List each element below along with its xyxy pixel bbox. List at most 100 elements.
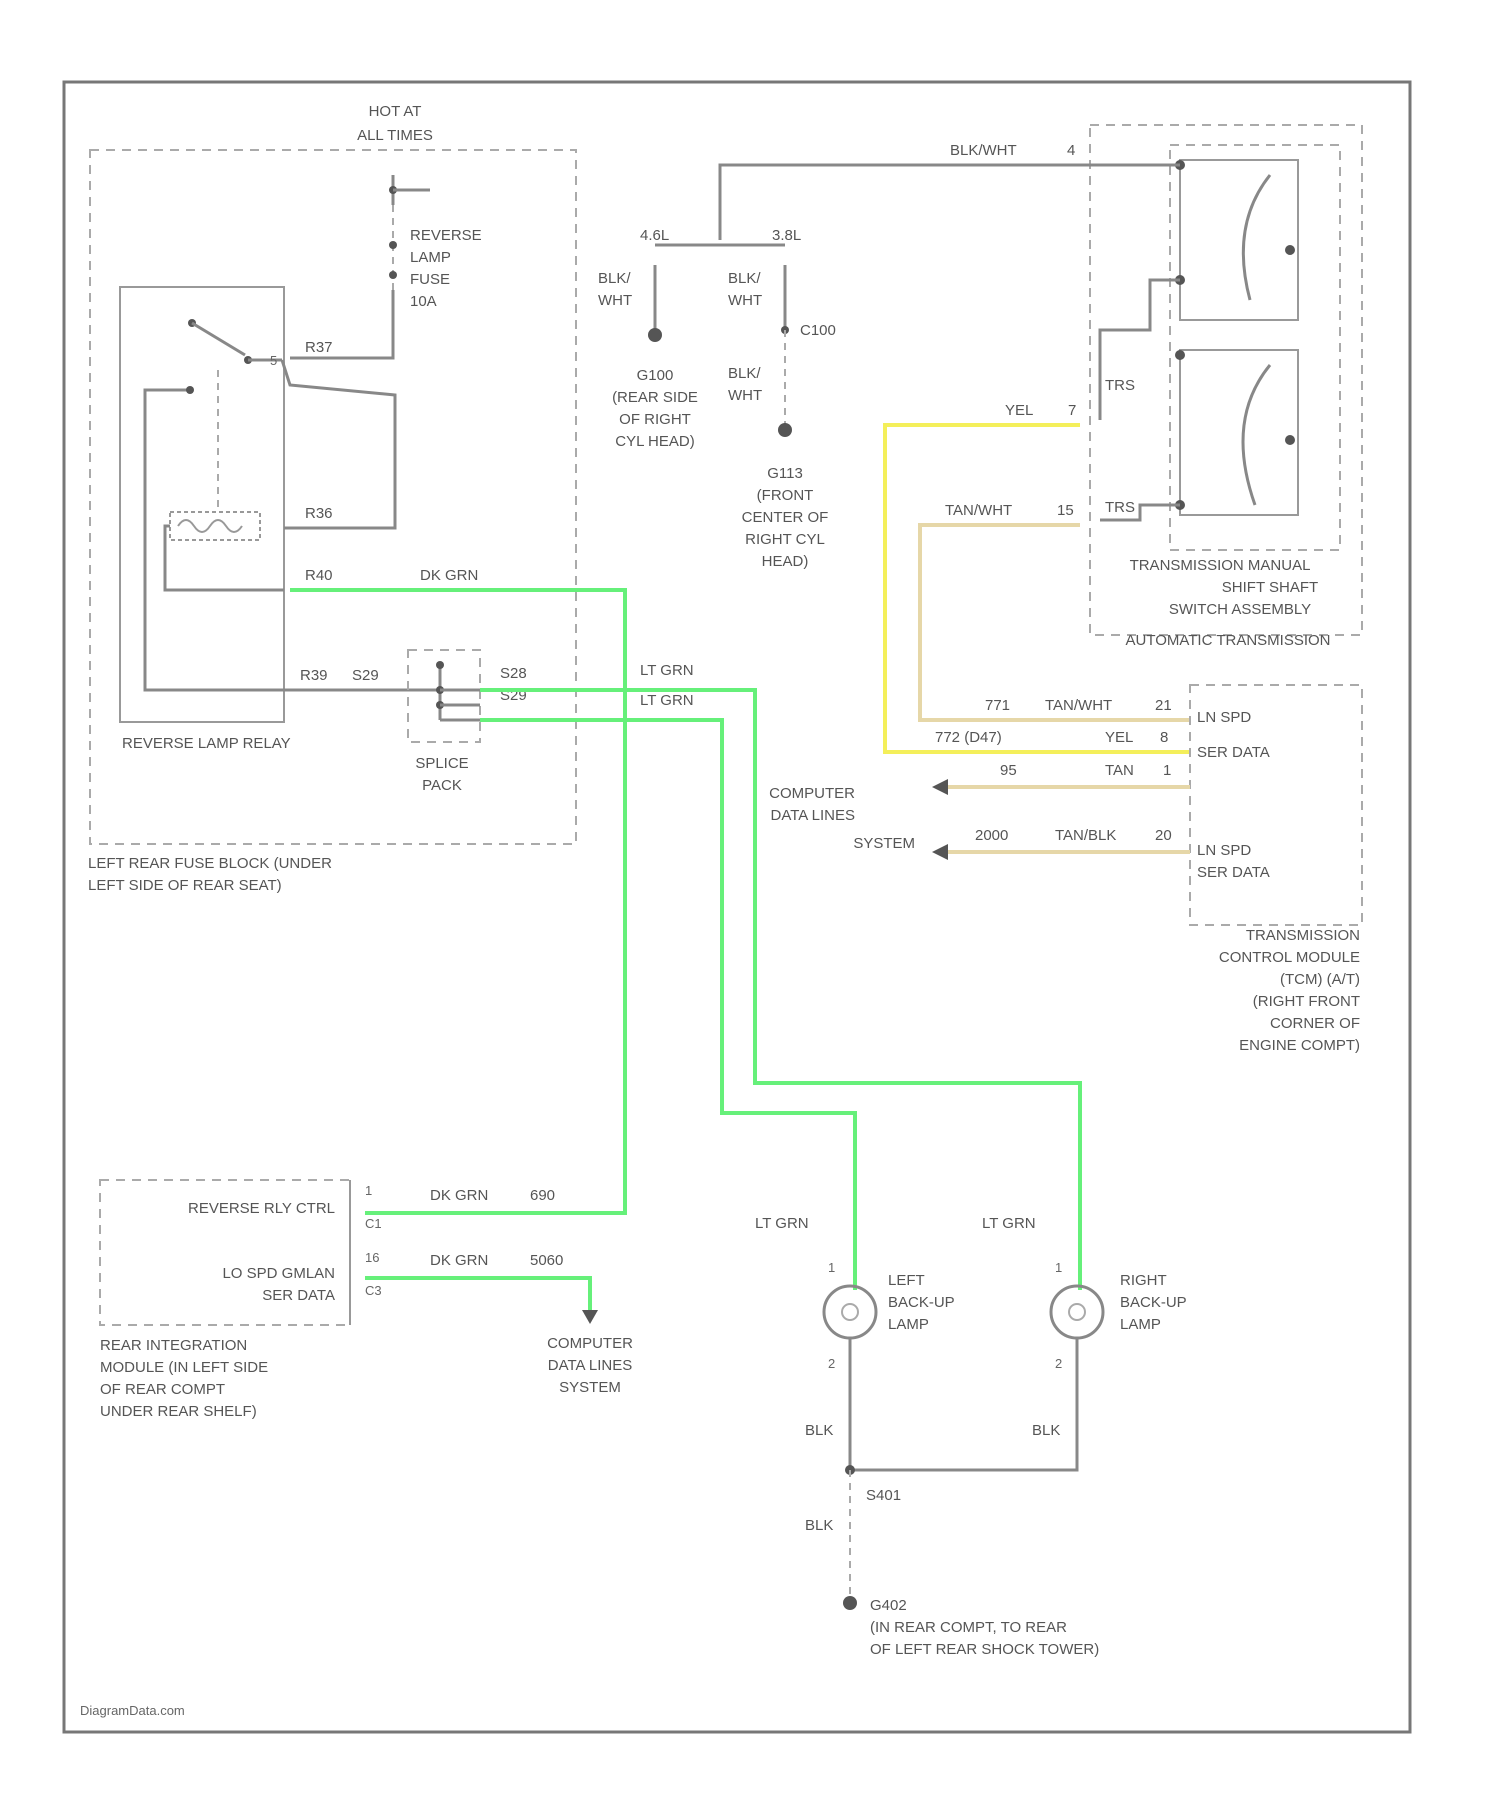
- rim-row1-label: REVERSE RLY CTRL: [188, 1200, 335, 1217]
- hot-at-label: HOT AT: [369, 103, 422, 120]
- rim-name-1: REAR INTEGRATION: [100, 1337, 247, 1354]
- tcm-row3-color: TAN: [1105, 762, 1134, 779]
- right-pin-1: 1: [1055, 1260, 1062, 1275]
- computer-2-c: SYSTEM: [559, 1379, 621, 1396]
- conn-c100: C100: [800, 322, 836, 339]
- auto-trans-label: AUTOMATIC TRANSMISSION: [1125, 632, 1330, 649]
- splice-label-2: PACK: [422, 777, 462, 794]
- fuse-block-name-1: LEFT REAR FUSE BLOCK (UNDER: [88, 855, 332, 872]
- g113-5: HEAD): [762, 553, 809, 570]
- fuse-block-name-2: LEFT SIDE OF REAR SEAT): [88, 877, 282, 894]
- pin-r37: R37: [305, 339, 333, 356]
- left-lamp-name-3: LAMP: [888, 1316, 929, 1333]
- rear-integration-module: REVERSE RLY CTRL 1 C1 DK GRN 690 LO SPD …: [100, 1180, 633, 1420]
- computer-1-c: SYSTEM: [853, 835, 915, 852]
- g113-2: (FRONT: [757, 487, 814, 504]
- tcm-row4-label2: SER DATA: [1197, 864, 1270, 881]
- tcm-name-5: CORNER OF: [1270, 1015, 1360, 1032]
- pin-r39: R39: [300, 667, 328, 684]
- left-lamp-name-1: LEFT: [888, 1272, 925, 1289]
- yel-label: YEL: [1005, 402, 1033, 419]
- g113-1: G113: [767, 465, 803, 482]
- left-pin-2: 2: [828, 1356, 835, 1371]
- back-up-lamps: LT GRN LT GRN 1 1 LEFT BACK-UP LAMP RIGH…: [755, 1215, 1187, 1658]
- rim-row2-label-2: SER DATA: [262, 1287, 335, 1304]
- tcm: 771 TAN/WHT 21 LN SPD 772 (D47) YEL 8 SE…: [769, 685, 1362, 1054]
- ground-blk: BLK: [805, 1517, 833, 1534]
- right-pin-2: 2: [1055, 1356, 1062, 1371]
- rim-row1-wire: DK GRN: [430, 1187, 488, 1204]
- g113-4: RIGHT CYL: [745, 531, 825, 548]
- switch-name-3: SWITCH ASSEMBLY: [1169, 601, 1311, 618]
- transmission-switch: TRS TRS TRANSMISSION MANUAL SHIFT SHAFT …: [1085, 125, 1362, 649]
- dk-grn-label: DK GRN: [420, 567, 478, 584]
- rim-row2-pin: 16: [365, 1250, 379, 1265]
- right-lamp-wire: LT GRN: [982, 1215, 1036, 1232]
- trs-label-2: TRS: [1105, 499, 1135, 516]
- right-lamp-name-1: RIGHT: [1120, 1272, 1167, 1289]
- tcm-name-3: (TCM) (A/T): [1280, 971, 1360, 988]
- rim-row2-label-1: LO SPD GMLAN: [222, 1265, 335, 1282]
- tcm-row2-label: SER DATA: [1197, 744, 1270, 761]
- tcm-row4-label: LN SPD: [1197, 842, 1251, 859]
- tcm-name-2: CONTROL MODULE: [1219, 949, 1360, 966]
- right-blk-2: BLK/: [728, 365, 761, 382]
- left-pin-1: 1: [828, 1260, 835, 1275]
- g100-3: OF RIGHT: [619, 411, 691, 428]
- left-rear-fuse-block: HOT AT ALL TIMES REVERSE LAMP FUSE 10A 5…: [88, 103, 576, 894]
- right-wht-2: WHT: [728, 387, 762, 404]
- blk-wht-top: BLK/WHT: [950, 142, 1017, 159]
- pin-r36: R36: [305, 505, 333, 522]
- fuse-label-2: LAMP: [410, 249, 451, 266]
- computer-1-a: COMPUTER: [769, 785, 855, 802]
- pin-r40: R40: [305, 567, 333, 584]
- pin-r39-wire: S29: [352, 667, 379, 684]
- tcm-row3-wire: 95: [1000, 762, 1017, 779]
- computer-2-a: COMPUTER: [547, 1335, 633, 1352]
- rim-name-2: MODULE (IN LEFT SIDE: [100, 1359, 268, 1376]
- rim-row1-conn: C1: [365, 1216, 382, 1231]
- tcm-row1-color: TAN/WHT: [1045, 697, 1112, 714]
- rim-name-4: UNDER REAR SHELF): [100, 1403, 257, 1420]
- rim-row2-conn: C3: [365, 1283, 382, 1298]
- tcm-row4-wire: 2000: [975, 827, 1008, 844]
- g100-2: (REAR SIDE: [612, 389, 698, 406]
- tcm-row3-pin: 1: [1163, 762, 1171, 779]
- left-back-up-lamp: [824, 1286, 876, 1470]
- g100-4: CYL HEAD): [615, 433, 694, 450]
- fuse-label-4: 10A: [410, 293, 437, 310]
- computer-1-b: DATA LINES: [771, 807, 855, 824]
- right-lamp-name-3: LAMP: [1120, 1316, 1161, 1333]
- computer-2-b: DATA LINES: [548, 1357, 632, 1374]
- splice-pin-s28: S28: [500, 665, 527, 682]
- diagram-frame: [64, 82, 1410, 1732]
- splice-label-1: SPLICE: [415, 755, 468, 772]
- fuse-label-3: FUSE: [410, 271, 450, 288]
- g402-1: G402: [870, 1597, 907, 1614]
- right-blk: BLK/: [728, 270, 761, 287]
- yel-num: 7: [1068, 402, 1076, 419]
- fuse-label-1: REVERSE: [410, 227, 482, 244]
- tcm-name-4: (RIGHT FRONT: [1253, 993, 1360, 1010]
- g113-3: CENTER OF: [742, 509, 829, 526]
- right-wht: WHT: [728, 292, 762, 309]
- tcm-signal-wires: YEL 7 TAN/WHT 15: [885, 402, 1190, 752]
- rim-row2-wire: DK GRN: [430, 1252, 488, 1269]
- eng-3-8l: 3.8L: [772, 227, 801, 244]
- right-blk: BLK: [1032, 1422, 1060, 1439]
- eng-4-6l: 4.6L: [640, 227, 669, 244]
- tcm-row4-pin: 20: [1155, 827, 1172, 844]
- tcm-row1-pin: 21: [1155, 697, 1172, 714]
- left-wht: WHT: [598, 292, 632, 309]
- right-lamp-name-2: BACK-UP: [1120, 1294, 1187, 1311]
- tcm-row4-color: TAN/BLK: [1055, 827, 1116, 844]
- tan-num: 15: [1057, 502, 1074, 519]
- lt-grn-label-2: LT GRN: [640, 692, 694, 709]
- tcm-name-6: ENGINE COMPT): [1239, 1037, 1360, 1054]
- blk-wht-top-num: 4: [1067, 142, 1075, 159]
- switch-name-1: TRANSMISSION MANUAL: [1130, 557, 1311, 574]
- trs-label-1: TRS: [1105, 377, 1135, 394]
- tcm-name-1: TRANSMISSION: [1246, 927, 1360, 944]
- reverse-lamp-relay-label: REVERSE LAMP RELAY: [122, 735, 291, 752]
